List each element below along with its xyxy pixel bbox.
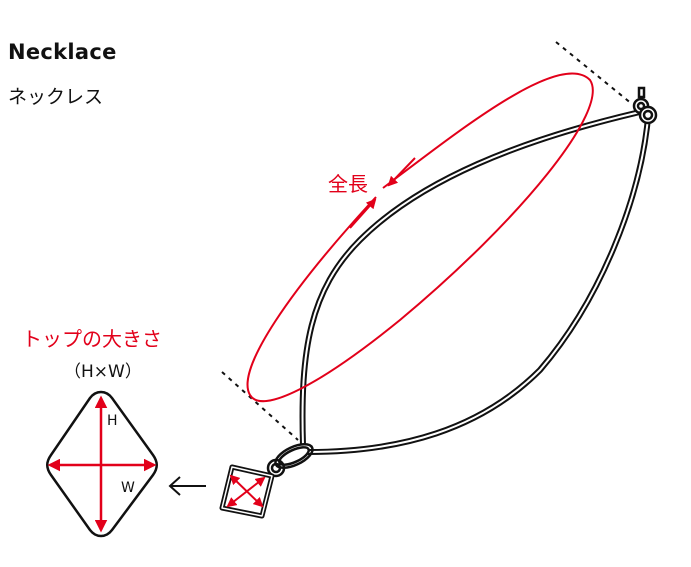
necklace-chain — [299, 109, 651, 455]
title-english: Necklace — [8, 40, 117, 64]
jump-ring — [266, 443, 314, 478]
pendant-small — [219, 464, 275, 519]
left-arrow-icon — [168, 476, 206, 496]
top-size-label: トップの大きさ — [22, 327, 162, 351]
total-length-label: 全長 — [328, 172, 368, 196]
clasp-icon — [632, 86, 658, 125]
measure-guide-top — [555, 41, 633, 105]
pendant-detail-diagram — [46, 390, 158, 538]
width-letter: W — [121, 480, 135, 496]
top-size-unit-label: （H×W） — [64, 362, 142, 382]
total-length-indicator — [246, 72, 594, 403]
height-letter: H — [107, 413, 118, 429]
measure-guide-bottom — [221, 371, 299, 441]
title-japanese: ネックレス — [8, 86, 104, 108]
